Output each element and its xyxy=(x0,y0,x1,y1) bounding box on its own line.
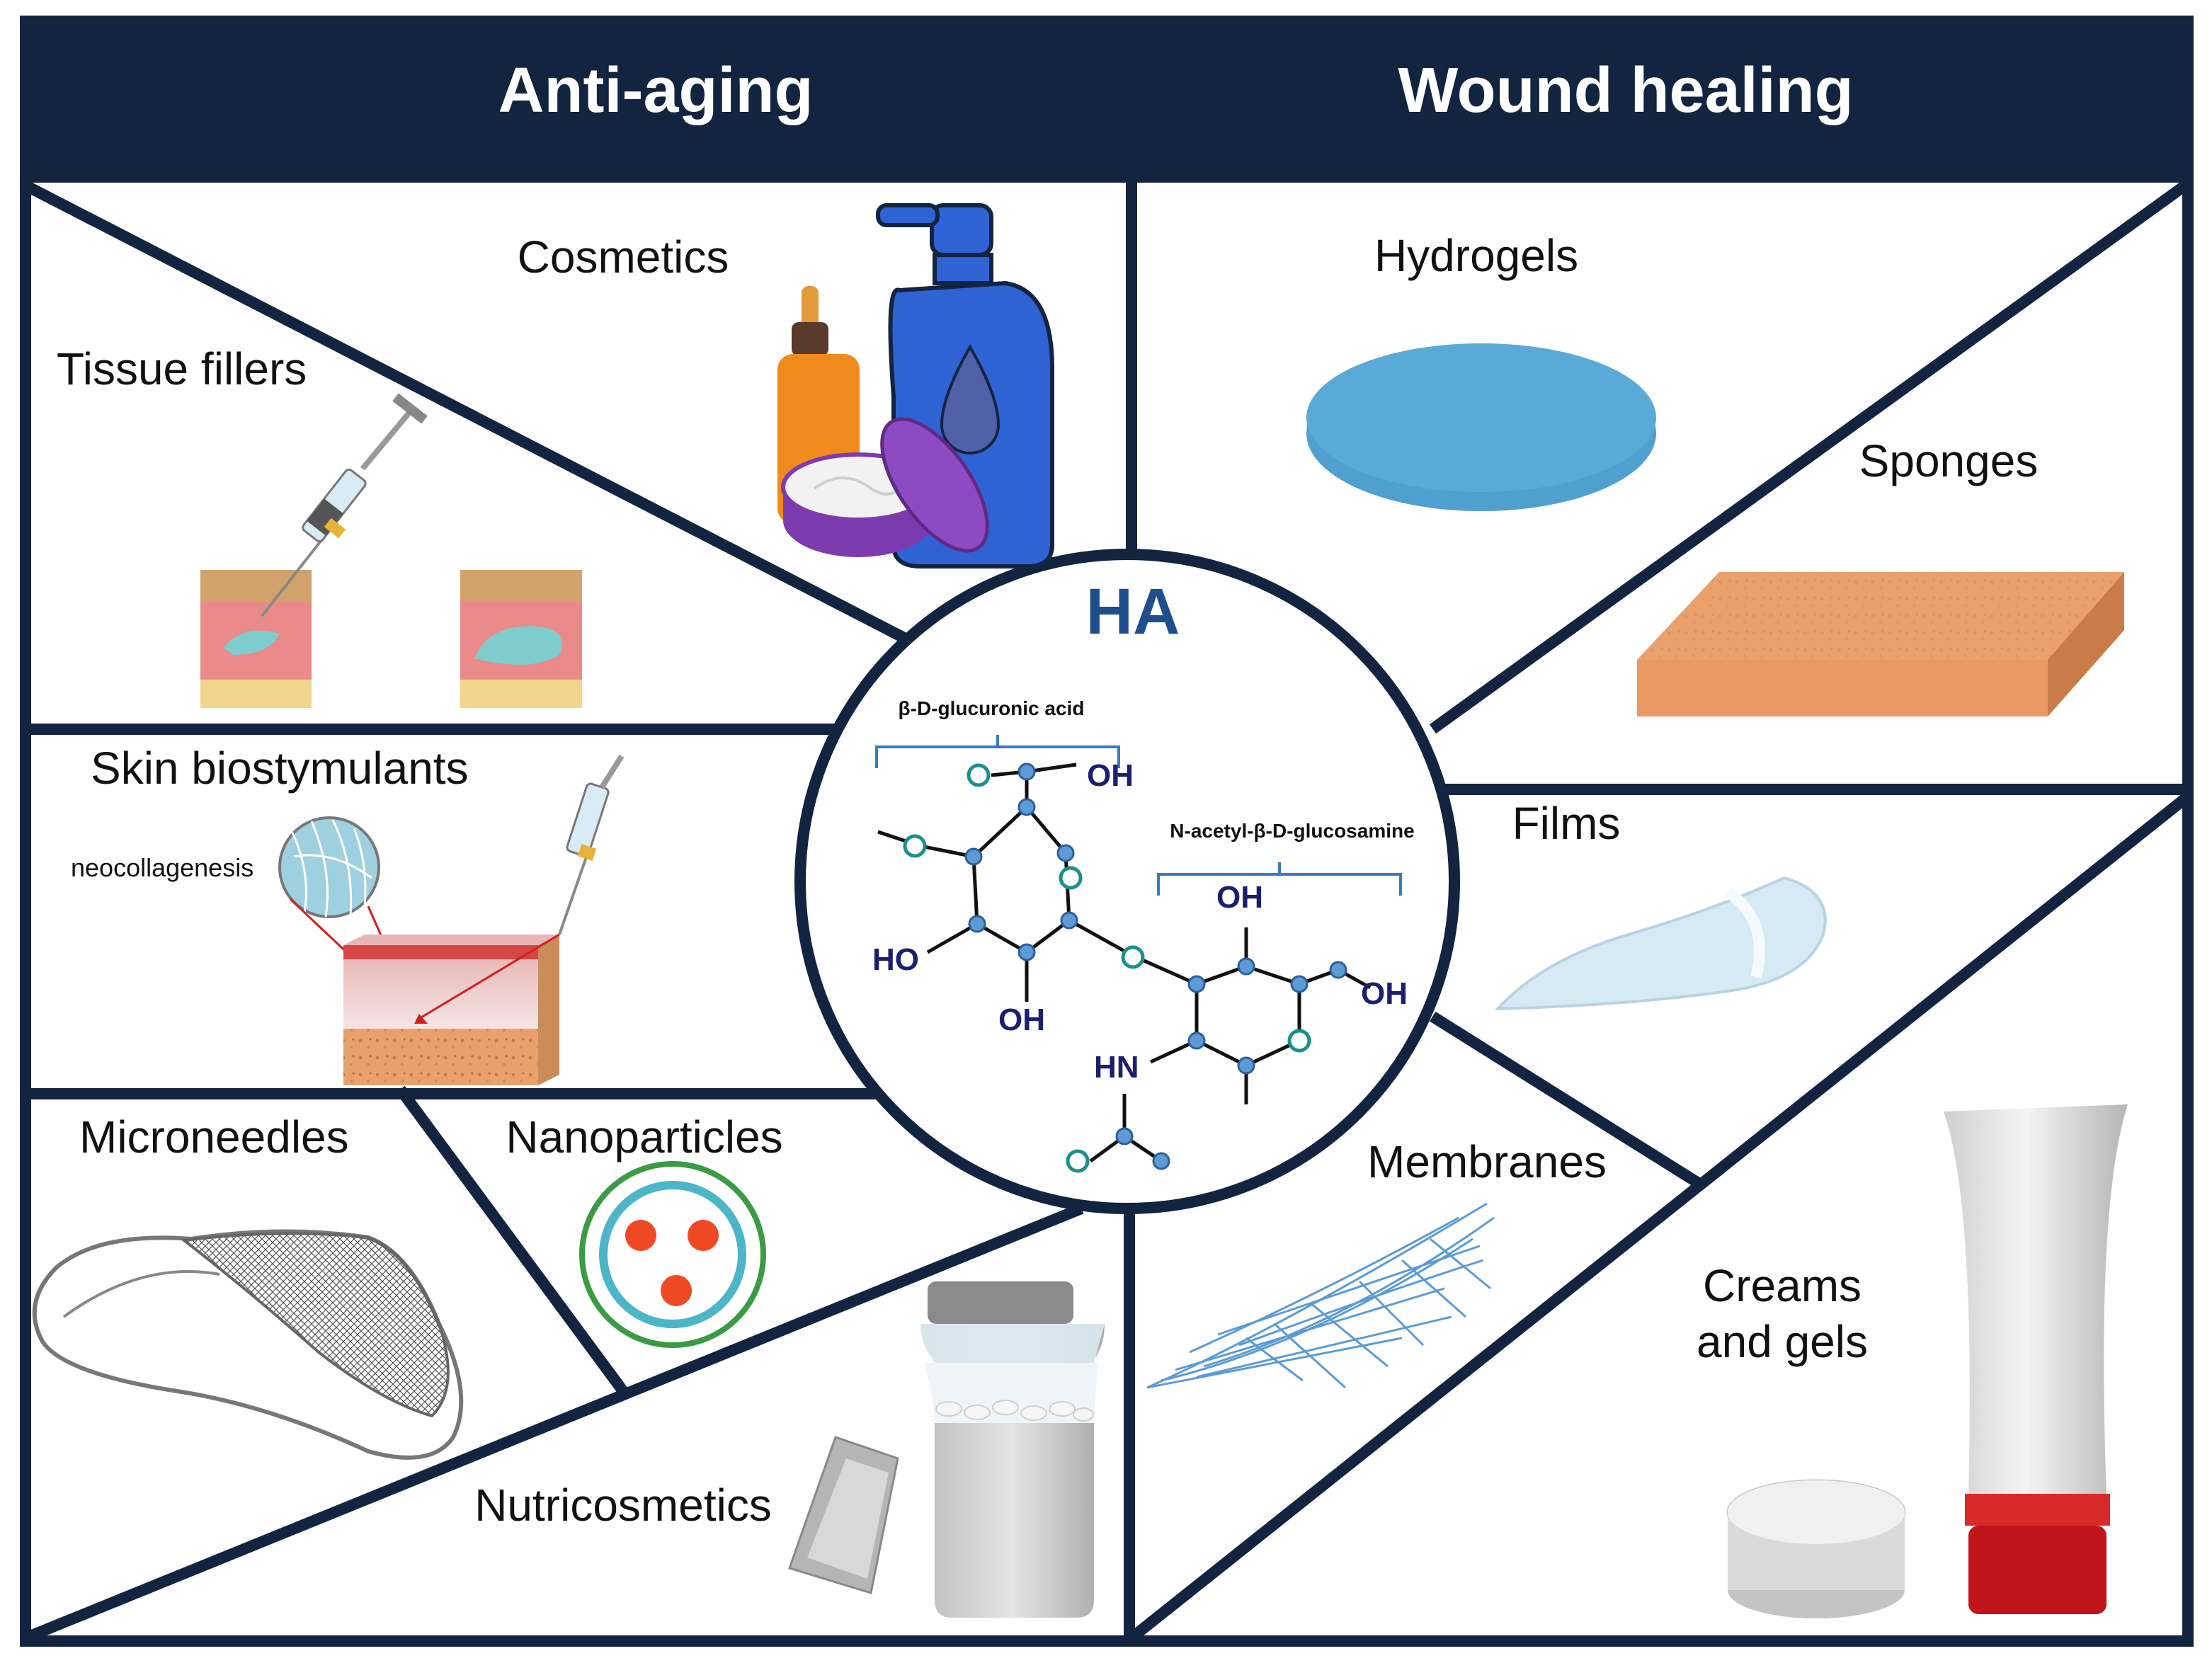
divider-hydrogels-sponges xyxy=(1429,177,2194,734)
molecule-atoms xyxy=(964,762,1347,1170)
label-neocollagenesis: neocollagenesis xyxy=(71,853,253,882)
header-bar: Anti-aging Wound healing xyxy=(20,16,2194,180)
tissue-fillers-illustration xyxy=(200,393,582,708)
label-nanoparticles: Nanoparticles xyxy=(506,1111,782,1162)
glucosamine-label: N-acetyl-β-D-glucosamine xyxy=(1170,820,1414,842)
label-creams-line2: and gels xyxy=(1697,1316,1868,1367)
label-microneedles: Microneedles xyxy=(79,1111,349,1162)
cosmetics-illustration xyxy=(777,203,1054,568)
divider-membranes-creams xyxy=(1124,790,2194,1645)
ha-title: HA xyxy=(1086,576,1180,648)
atom-oh-bottom-left: OH xyxy=(998,1002,1045,1037)
nanoparticle-illustration xyxy=(579,1161,766,1348)
atom-hn: HN xyxy=(1094,1050,1139,1085)
syringe-biostim xyxy=(558,754,625,935)
creams-gels-illustration xyxy=(1726,1104,2128,1618)
atom-oh-right: OH xyxy=(1361,976,1408,1011)
label-cosmetics: Cosmetics xyxy=(518,232,729,282)
nutricosmetics-illustration xyxy=(788,1281,1105,1618)
label-tissue-fillers: Tissue fillers xyxy=(57,343,307,394)
bracket-glucosamine xyxy=(1157,862,1402,896)
label-creams-line1: Creams xyxy=(1703,1260,1862,1311)
ha-center-circle: HA β-D-glucuronic acid N-acetyl-β-D-gluc… xyxy=(794,549,1460,1214)
divider-micro-nano xyxy=(395,1085,632,1400)
sponge-illustration xyxy=(1637,572,2124,716)
glucuronic-acid-label: β-D-glucuronic acid xyxy=(899,697,1085,719)
microneedles-illustration xyxy=(32,1229,464,1460)
outer-frame xyxy=(20,171,2194,1647)
label-membranes: Membranes xyxy=(1367,1136,1607,1187)
label-nutricosmetics: Nutricosmetics xyxy=(474,1480,772,1531)
film-illustration xyxy=(1494,876,1827,1011)
syringe-filler xyxy=(261,393,428,617)
wound-healing-title: Wound healing xyxy=(1398,55,1853,126)
atom-ho-left: HO xyxy=(872,942,919,977)
divider-nutri xyxy=(21,1203,1084,1645)
divider-films-membranes xyxy=(1429,1011,1708,1192)
skin-block-2 xyxy=(460,570,582,708)
molecule-oxygens xyxy=(903,763,1311,1173)
label-skin-biostymulants: Skin biostymulants xyxy=(91,743,469,794)
skin-biostymulants-illustration xyxy=(278,754,625,1085)
panel-dividers xyxy=(20,171,2194,1647)
atom-oh-right-top: OH xyxy=(1216,880,1263,915)
atom-oh-top: OH xyxy=(1087,758,1134,793)
divider-cosmetics-fillers xyxy=(21,179,911,645)
label-sponges: Sponges xyxy=(1859,435,2039,486)
collagen-fibers xyxy=(289,819,372,918)
collagen-zoom-circle xyxy=(278,816,380,918)
anti-aging-title: Anti-aging xyxy=(498,55,814,126)
membrane-illustration xyxy=(1146,1202,1495,1389)
skin-block-1 xyxy=(200,570,312,708)
hydrogel-illustration xyxy=(1306,343,1656,511)
label-hydrogels: Hydrogels xyxy=(1374,230,1578,281)
bracket-glucuronic xyxy=(875,735,1120,768)
label-films: Films xyxy=(1512,798,1621,849)
